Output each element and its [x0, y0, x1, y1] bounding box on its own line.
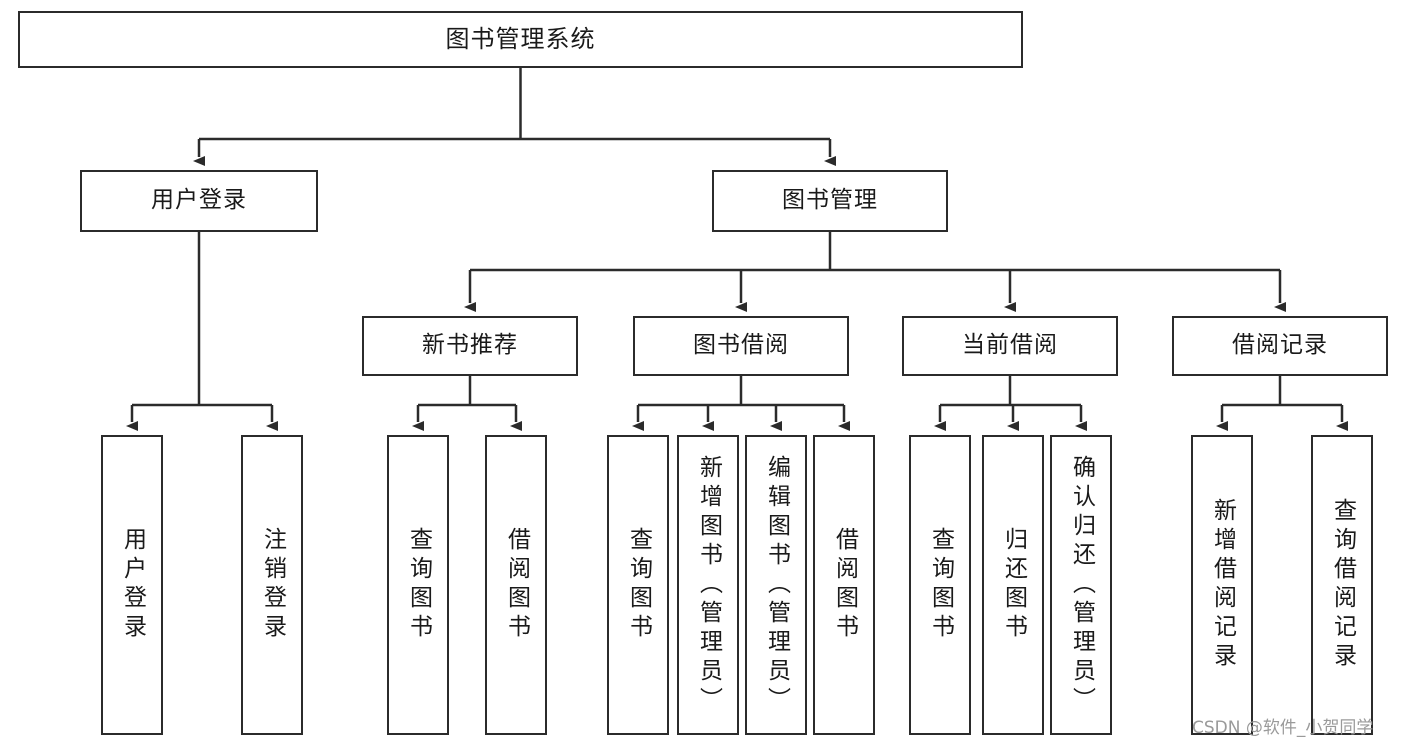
node-leaf-query-book-1[interactable]: 查询图书 — [387, 435, 449, 735]
node-leaf-query-book-3[interactable]: 查询图书 — [909, 435, 971, 735]
node-root-图书管理系统[interactable]: 图书管理系统 — [18, 11, 1023, 68]
node-book-manage[interactable]: 图书管理 — [712, 170, 948, 232]
node-leaf-add-record[interactable]: 新增借阅记录 — [1191, 435, 1253, 735]
node-leaf-add-book[interactable]: 新增图书（管理员） — [677, 435, 739, 735]
node-leaf-borrow-book-1[interactable]: 借阅图书 — [485, 435, 547, 735]
node-leaf-borrow-book-2[interactable]: 借阅图书 — [813, 435, 875, 735]
node-new-book-rec[interactable]: 新书推荐 — [362, 316, 578, 376]
node-current-borrow[interactable]: 当前借阅 — [902, 316, 1118, 376]
node-leaf-confirm-return[interactable]: 确认归还（管理员） — [1050, 435, 1112, 735]
node-borrow-record[interactable]: 借阅记录 — [1172, 316, 1388, 376]
node-leaf-query-record[interactable]: 查询借阅记录 — [1311, 435, 1373, 735]
csdn-watermark: CSDN @软件_小贺同学 — [1192, 718, 1374, 738]
node-leaf-return-book[interactable]: 归还图书 — [982, 435, 1044, 735]
node-leaf-user-login[interactable]: 用户登录 — [101, 435, 163, 735]
node-user-login[interactable]: 用户登录 — [80, 170, 318, 232]
node-leaf-query-book-2[interactable]: 查询图书 — [607, 435, 669, 735]
node-book-borrow[interactable]: 图书借阅 — [633, 316, 849, 376]
node-leaf-user-logout[interactable]: 注销登录 — [241, 435, 303, 735]
node-leaf-edit-book[interactable]: 编辑图书（管理员） — [745, 435, 807, 735]
